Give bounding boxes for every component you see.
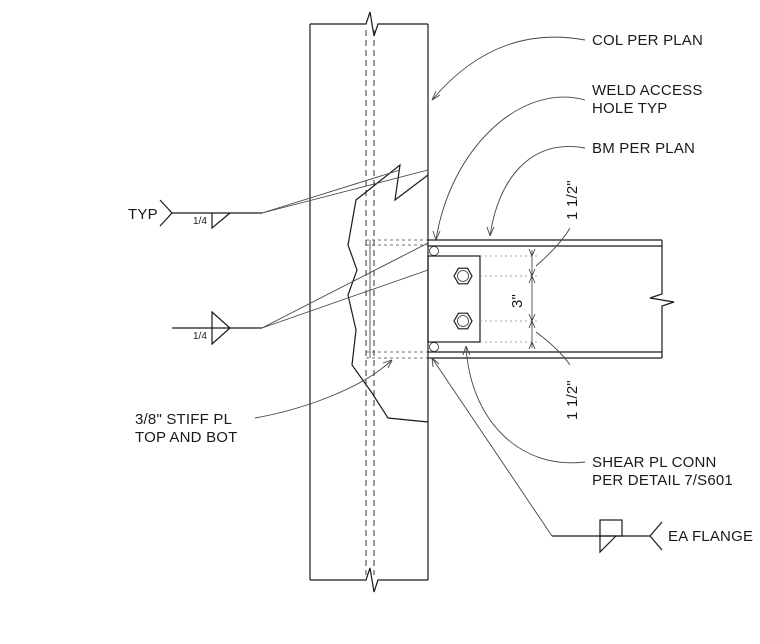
label-shear-pl-line1: SHEAR PL CONN xyxy=(592,454,717,471)
label-stiff-pl-line1: 3/8" STIFF PL xyxy=(135,411,232,428)
dim-bolt-spacing: 3" xyxy=(509,294,526,308)
label-bm-per-plan: BM PER PLAN xyxy=(592,140,695,157)
dimension-chain xyxy=(528,227,571,366)
weld-access-hole-bottom xyxy=(429,342,439,352)
callout-leaders xyxy=(254,36,586,464)
label-col-per-plan: COL PER PLAN xyxy=(592,32,703,49)
label-shear-pl-line2: PER DETAIL 7/S601 xyxy=(592,472,733,489)
dim-bottom-edge: 1 1/2" xyxy=(564,380,581,420)
bolt-bottom xyxy=(453,312,473,330)
label-ea-flange: EA FLANGE xyxy=(668,528,753,545)
weld-symbol-ea-flange xyxy=(431,357,663,554)
weld-symbol-lower xyxy=(172,242,429,346)
label-weld-access-line1: WELD ACCESS xyxy=(592,82,703,99)
weld-access-hole-top xyxy=(429,246,439,256)
dim-top-edge: 1 1/2" xyxy=(564,180,581,220)
column xyxy=(309,11,429,593)
label-stiff-pl-line2: TOP AND BOT xyxy=(135,429,238,446)
beam xyxy=(428,239,675,359)
shear-plate xyxy=(427,255,540,343)
stiffener-plate xyxy=(347,163,429,423)
weld-symbol-typ xyxy=(159,169,429,230)
label-typ: TYP xyxy=(128,206,158,223)
weld-size-lower: 1/4 xyxy=(193,331,207,342)
bolt-top xyxy=(453,267,473,285)
weld-size-upper: 1/4 xyxy=(193,216,207,227)
label-weld-access-line2: HOLE TYP xyxy=(592,100,668,117)
